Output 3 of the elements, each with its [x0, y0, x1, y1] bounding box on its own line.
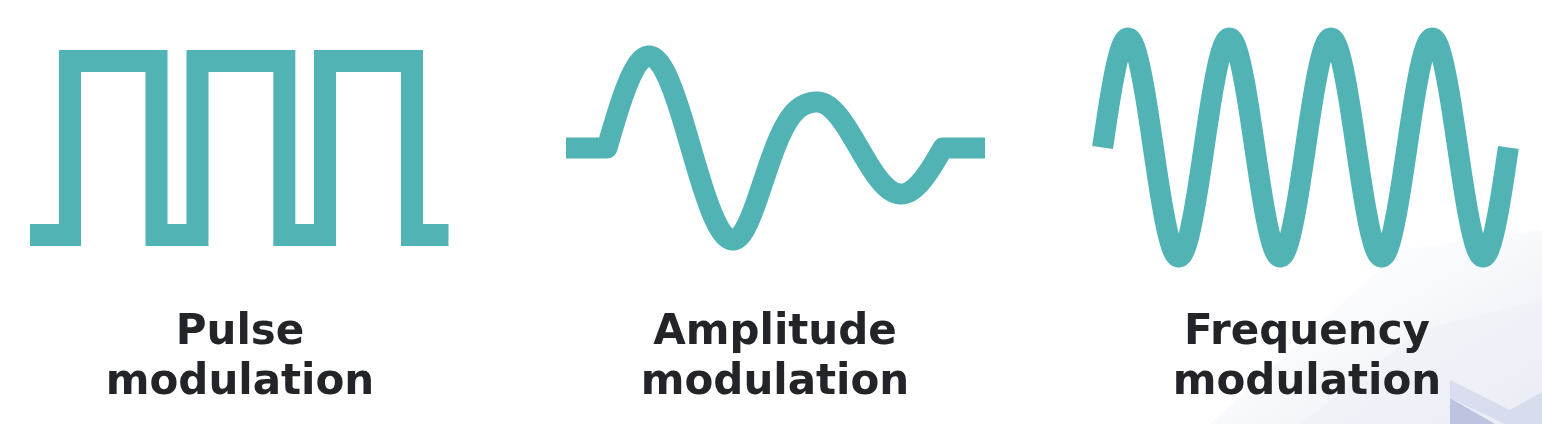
waveform-caption: Pulse modulation	[105, 305, 375, 405]
waveform-caption: Amplitude modulation	[640, 305, 910, 405]
waveform-caption: Frequency modulation	[1172, 305, 1442, 405]
